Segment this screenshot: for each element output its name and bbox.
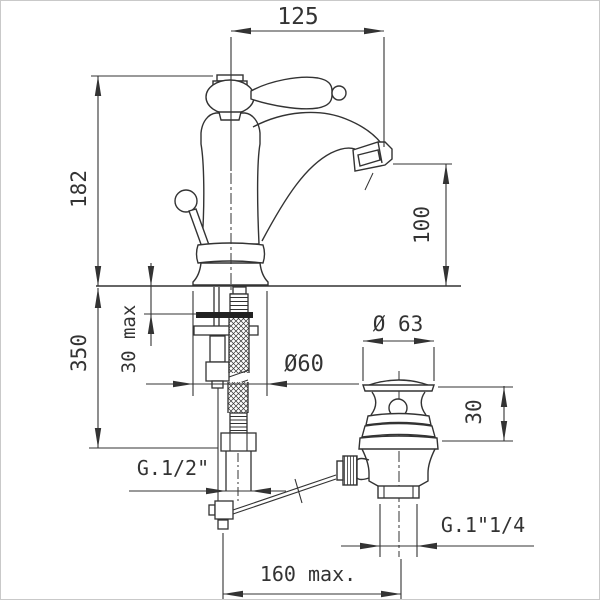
knurled-nut-cap [336,460,344,481]
dim-label-182: 182 [67,170,91,208]
dim-body-height: 182 [67,75,213,286]
linkage-rod [232,474,337,515]
rod-clamp-block [208,500,234,530]
dim-center-distance: 160 max. [222,533,402,599]
dim-deck-thickness: 30 max [118,263,197,373]
waste-flange [362,379,435,392]
spout-tip [352,141,393,172]
dim-below-deck-length: 350 [67,288,218,449]
spout-lower-edge [261,147,356,242]
waste-neck [370,391,427,416]
flex-hose [220,318,257,503]
mounting-washer [193,325,259,336]
inlet-shank [229,286,249,314]
waste-assembly [336,371,439,557]
spout-upper-edge [252,111,382,144]
popup-knob [174,189,210,248]
dim-spout-height: 100 [393,163,452,286]
dim-label-g114: G.1"1/4 [441,513,525,537]
lever-handle [250,76,347,110]
dim-waste-thread: G.1"1/4 [341,504,534,557]
linkage-clamp-screw [294,478,303,504]
dim-label-d60: Ø60 [284,352,324,377]
faucet [174,59,393,301]
inlet-tube [225,451,252,491]
waste-rings [358,412,439,450]
waste-body [361,448,436,487]
dim-base-diameter: Ø60 [146,291,359,396]
gasket [196,312,253,318]
dim-label-g12: G.1/2" [137,456,209,480]
dim-spout-projection: 125 [230,4,385,171]
waste-tailpiece [377,485,420,499]
dim-waste-flange-diameter: Ø 63 [362,312,435,381]
hose-hex-nut [220,432,257,452]
waste-side-port [336,455,370,486]
dim-label-100: 100 [410,206,434,244]
dim-label-160max: 160 max. [260,562,356,586]
cap-ball [205,79,255,115]
aerator [357,141,383,167]
below-deck-assembly [193,286,337,530]
dim-label-350: 350 [67,334,91,372]
dim-label-d63: Ø 63 [373,312,424,336]
dim-label-125: 125 [277,4,319,30]
dim-label-30max: 30 max [118,305,140,374]
rod-guide-and-nut [205,335,230,389]
dim-waste-top-height: 30 [438,386,513,442]
dim-inlet-thread: G.1/2" [129,456,286,495]
aerator-flow-line [364,172,374,191]
dim-label-30: 30 [462,399,486,424]
handle-finial [331,85,347,101]
